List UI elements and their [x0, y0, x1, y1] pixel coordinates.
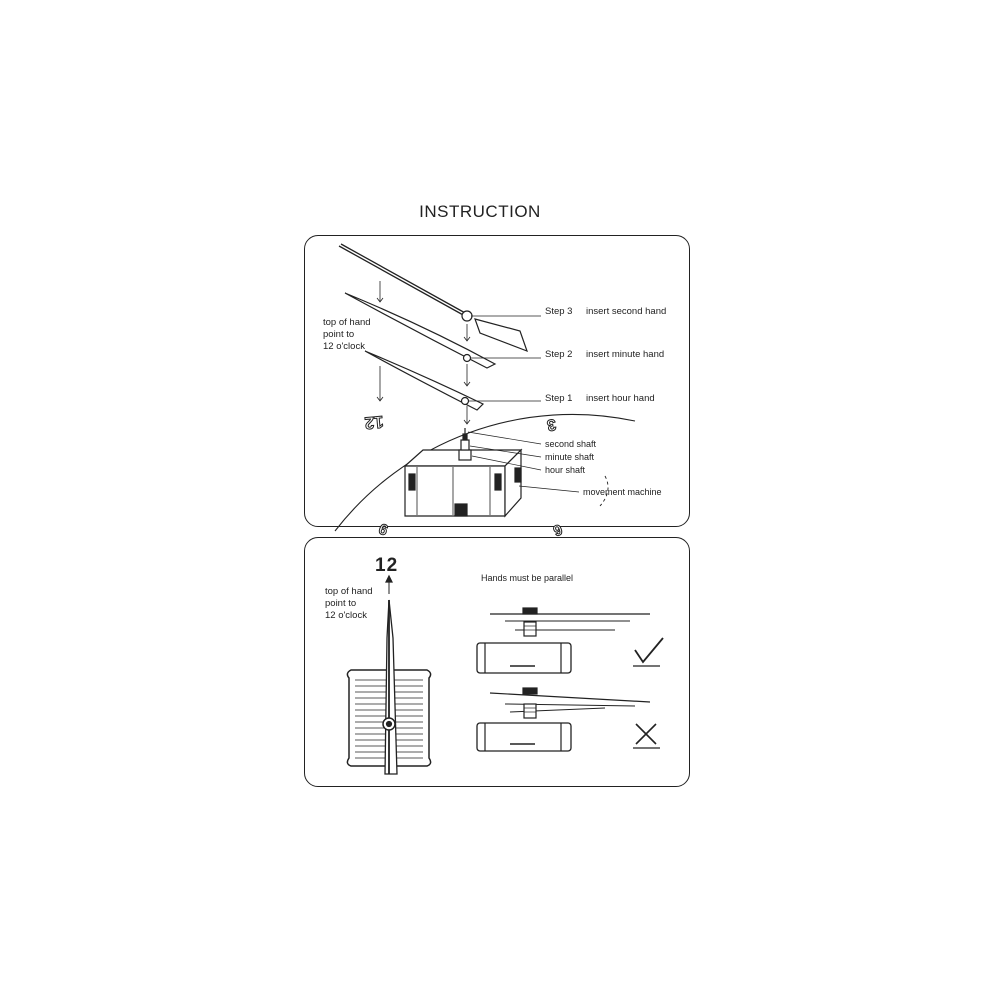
top-note-line-1: top of hand [325, 586, 373, 597]
top-note-line-2: point to [323, 329, 355, 340]
step-leader-lines [469, 315, 541, 402]
assembly-steps-panel: 12 3 6 9 top of hand point to 12 o'clock… [304, 235, 690, 540]
minute-hand [344, 292, 497, 369]
dial-number-12: 12 [364, 412, 385, 433]
correct-parallel-movement [476, 607, 650, 674]
up-arrow [385, 574, 393, 594]
top-note-line-3: 12 o'clock [323, 341, 365, 352]
top-note-line-2: point to [325, 598, 357, 609]
hour-shaft-label: hour shaft [545, 465, 586, 475]
shaft-leader-lines [467, 431, 580, 493]
hour-hand [364, 350, 485, 411]
minute-shaft-label: minute shaft [545, 452, 595, 462]
cross-mark-icon [633, 723, 660, 749]
vertical-hands [382, 599, 398, 775]
alignment-panel: 12 top of hand point to 12 o'clock Hands… [304, 537, 690, 787]
step-1-label: Step 1 [545, 393, 573, 404]
parallel-note: Hands must be parallel [481, 573, 574, 583]
dial-number-3: 3 [545, 415, 557, 433]
check-mark-icon [633, 637, 664, 667]
insert-arrows [376, 281, 471, 425]
dial-number-9: 9 [377, 519, 391, 538]
twelve-label: 12 [375, 555, 399, 576]
instruction-title: INSTRUCTION [419, 202, 541, 221]
incorrect-movement [476, 687, 651, 752]
top-note-line-3: 12 o'clock [325, 610, 367, 621]
top-note-line-1: top of hand [323, 317, 371, 328]
step-3-action: insert second hand [586, 306, 667, 317]
alignment-diagram [346, 574, 664, 775]
movement-machine-label: movement machine [583, 487, 662, 497]
clock-dial-dashed-arc [599, 475, 609, 507]
shaft-stack [458, 428, 472, 461]
second-shaft-label: second shaft [545, 439, 597, 449]
step-1-action: insert hour hand [586, 393, 655, 404]
assembly-diagram: 12 3 6 9 [334, 243, 636, 540]
step-3-label: Step 3 [545, 306, 573, 317]
clock-dial-arc [334, 413, 636, 532]
step-2-label: Step 2 [545, 349, 573, 360]
step-2-action: insert minute hand [586, 349, 665, 360]
second-hand [338, 243, 528, 353]
